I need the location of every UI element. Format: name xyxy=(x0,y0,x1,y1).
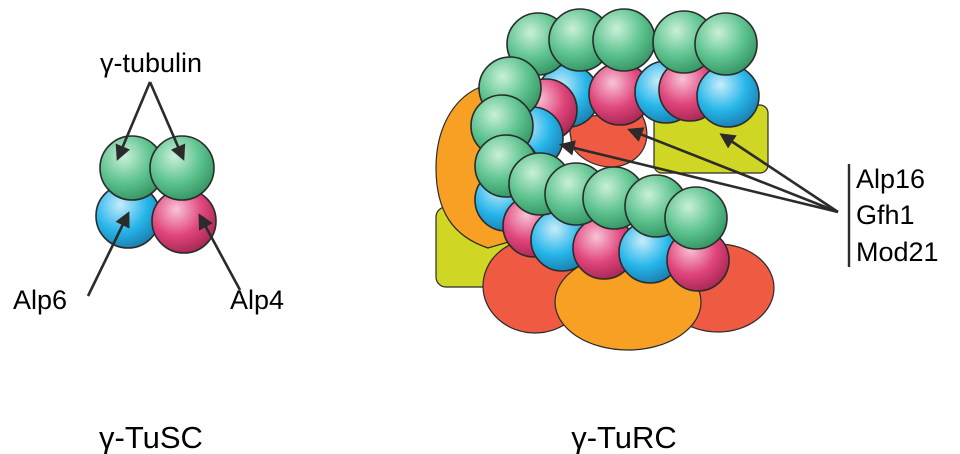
mod21-label: Mod21 xyxy=(856,237,939,267)
gamma-tubulin-label: γ-tubulin xyxy=(100,48,202,78)
tusc-complex xyxy=(96,136,216,253)
alp6-label: Alp6 xyxy=(13,285,67,315)
alp16-label: Alp16 xyxy=(856,164,925,194)
alp4-arrow xyxy=(200,216,240,290)
turc-gamma-tubulin xyxy=(695,13,757,75)
turc-gamma-tubulin xyxy=(665,187,727,249)
gamma-tubulin-right xyxy=(150,136,214,200)
turc-complex xyxy=(436,9,774,350)
tusc-title: γ-TuSC xyxy=(99,420,203,454)
turc-title: γ-TuRC xyxy=(571,420,677,454)
alp4-label: Alp4 xyxy=(230,285,284,315)
turc-gamma-tubulin xyxy=(593,9,655,71)
gfh1-label: Gfh1 xyxy=(856,200,915,230)
